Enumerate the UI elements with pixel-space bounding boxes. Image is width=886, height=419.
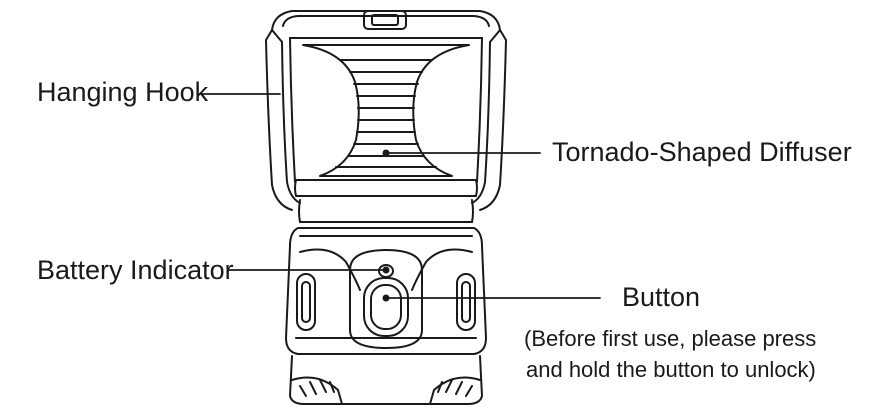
button-note: (Before first use, please press and hold…: [524, 323, 816, 385]
button-label: Button: [622, 282, 701, 312]
leader-lines: [199, 93, 601, 299]
top-cap: [271, 10, 501, 31]
base-body: [285, 227, 487, 355]
leader-dots: [382, 149, 390, 302]
glass-housing: [289, 37, 483, 197]
collar-ring: [298, 199, 474, 223]
tornado-diffuser: [302, 44, 470, 177]
base-feet: [289, 355, 483, 405]
hanging-hook: [265, 29, 507, 211]
diffuser-label: Tornado-Shaped Diffuser: [552, 137, 852, 167]
hanging-hook-label: Hanging Hook: [37, 77, 209, 107]
power-button: [363, 277, 409, 337]
button-note-line-1: (Before first use, please press: [524, 326, 817, 351]
button-note-line-2: and hold the button to unlock): [526, 357, 816, 383]
battery-indicator-label: Battery Indicator: [37, 255, 234, 285]
